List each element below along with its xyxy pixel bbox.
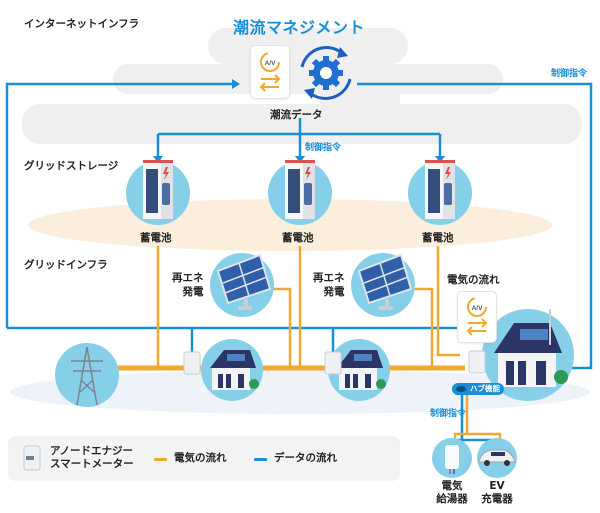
hub-label: ハブ機能 [470,384,500,393]
solar-label-line1: 再エネ [172,272,204,284]
layer-label-storage: グリッドストレージ [24,160,119,172]
ground-band [10,370,590,414]
control-command-label-storage: 制御指令 [305,143,342,153]
power-pylon-icon [55,343,119,407]
house-meter-bubble: A/V [457,291,497,343]
appliance-label-line2: 充電器 [481,493,513,505]
solar-label-line2: 発電 [182,286,204,298]
legend-meter-line1: アノードエナジー [50,445,134,457]
page-title: 潮流マネジメント [233,18,366,37]
legend-meter-line2: スマートメーター [50,458,134,470]
control-command-label-top: 制御指令 [551,69,588,79]
av-exchange-icon: A/V [466,297,488,336]
power-flow-label: 電気の流れ [447,274,500,286]
battery-label: 蓄電池 [140,232,172,244]
legend: アノードエナジー スマートメーター 電気の流れ データの流れ [8,436,400,481]
data-line-left [5,82,232,328]
legend-data-swatch [254,458,267,461]
layer-label-internet: インターネットインフラ [24,18,140,30]
av-exchange-icon: A/V [259,52,281,92]
legend-power-swatch [154,458,167,461]
solar-panel-icons [210,253,415,317]
flow-data-label: 潮流データ [270,109,323,121]
legend-data-label: データの流れ [274,452,337,464]
battery-label: 蓄電池 [422,232,454,244]
av-badge-text: A/V [265,60,277,67]
appliance-label-ev-charger: EV 充電器 [480,480,514,506]
solar-label-line1: 再エネ [313,272,345,284]
hub-function-badge: ハブ機能 [452,383,504,395]
appliance-label-line2: 給湯器 [436,493,468,505]
house-icons [201,309,574,401]
appliance-label-line1: EV [489,480,505,492]
appliance-icons [432,438,517,478]
solar-label: 再エネ 発電 [313,271,345,299]
smart-meter-icon [23,445,41,471]
layer-label-grid: グリッドインフラ [24,259,108,271]
smart-meter-icons [183,350,486,375]
appliance-label-line1: 電気 [441,480,463,492]
internet-cloud [22,28,582,144]
hub-control-label: 制御指令 [430,409,467,419]
legend-meter-label: アノードエナジー スマートメーター [50,445,134,471]
hub-icon [456,386,466,392]
solar-label: 再エネ 発電 [172,271,204,299]
battery-icons [126,160,472,225]
av-badge-text: A/V [472,305,484,312]
solar-label-line2: 発電 [323,286,345,298]
appliance-label-water-heater: 電気 給湯器 [436,480,468,506]
legend-power-label: 電気の流れ [174,452,227,464]
gear-icon [300,46,352,100]
data-line-right [357,82,593,370]
management-meter-bubble: A/V [250,45,290,99]
battery-label: 蓄電池 [282,232,314,244]
